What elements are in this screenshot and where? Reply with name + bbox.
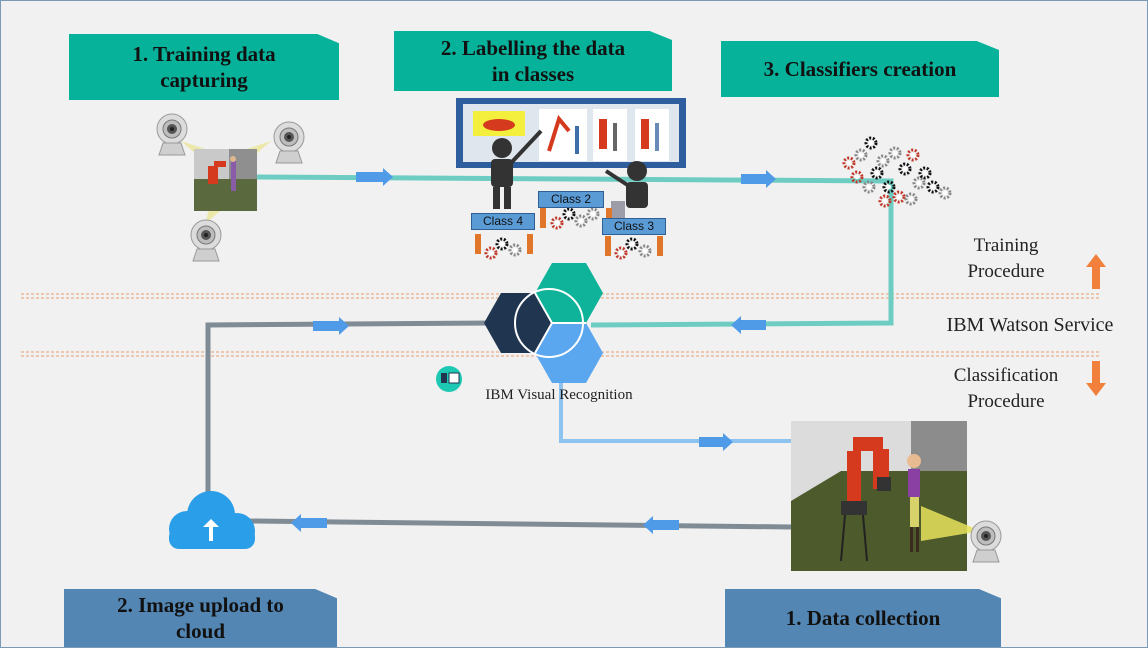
training-step1-banner: 1. Training data capturing bbox=[69, 34, 339, 100]
class2-label: Class 2 bbox=[538, 191, 604, 208]
flow-arrow bbox=[699, 433, 733, 451]
training-step2-banner: 2. Labelling the data in classes bbox=[394, 31, 672, 91]
training-step3-banner: 3. Classifiers creation bbox=[721, 41, 999, 97]
classification-step2-line2: cloud bbox=[175, 619, 225, 643]
flow-arrow bbox=[313, 317, 349, 335]
classification-step1-banner: 1. Data collection bbox=[725, 589, 1001, 647]
arrow-down-icon bbox=[1086, 361, 1106, 396]
camera-icon bbox=[156, 113, 188, 156]
camera-icon bbox=[273, 121, 305, 164]
watson-service-label: IBM Watson Service bbox=[946, 314, 1114, 336]
flow-arrow bbox=[741, 170, 776, 188]
camera-icon bbox=[970, 520, 1002, 563]
camera-icon bbox=[190, 219, 222, 262]
classification-flow-line bbox=[205, 320, 792, 530]
classification-label-line2: Procedure bbox=[967, 391, 1045, 412]
classifier-gear-cluster bbox=[842, 136, 952, 208]
classification-label-line1: Classification bbox=[953, 365, 1059, 386]
training-step2-line1: 2. Labelling the data bbox=[440, 36, 626, 60]
flow-arrow bbox=[356, 168, 393, 186]
data-collection-scene bbox=[791, 421, 981, 571]
labelling-screen bbox=[456, 98, 686, 168]
training-step1-line1: 1. Training data bbox=[132, 42, 276, 66]
training-step3-label: 3. Classifiers creation bbox=[763, 57, 957, 81]
flow-arrow bbox=[643, 516, 679, 534]
class4-gears bbox=[475, 234, 533, 260]
training-label-line1: Training bbox=[973, 235, 1039, 256]
hexagon-logo-icon bbox=[484, 263, 603, 383]
training-procedure-label: Training Procedure bbox=[941, 233, 1071, 285]
class3-gears bbox=[605, 236, 663, 260]
cloud-upload-icon bbox=[169, 491, 255, 549]
results-flow-line bbox=[559, 381, 837, 443]
training-capture-scene bbox=[181, 141, 271, 223]
class3-label: Class 3 bbox=[602, 218, 666, 235]
classification-step1-label: 1. Data collection bbox=[785, 606, 941, 630]
classification-step2-line1: 2. Image upload to bbox=[117, 593, 284, 617]
visual-recognition-icon bbox=[436, 366, 462, 392]
class4-label: Class 4 bbox=[471, 213, 535, 230]
classification-step2-banner: 2. Image upload to cloud bbox=[64, 589, 337, 647]
training-step2-line2: in classes bbox=[491, 62, 575, 86]
arrow-up-icon bbox=[1086, 254, 1106, 289]
flow-arrow bbox=[731, 316, 766, 334]
presenter-figure bbox=[604, 161, 648, 219]
training-label-line2: Procedure bbox=[967, 261, 1045, 282]
visual-recognition-label: IBM Visual Recognition bbox=[485, 387, 633, 403]
classification-procedure-label: Classification Procedure bbox=[931, 363, 1081, 415]
flow-arrow bbox=[291, 514, 327, 532]
presenter-figure bbox=[491, 129, 543, 209]
training-step1-line2: capturing bbox=[160, 68, 248, 92]
